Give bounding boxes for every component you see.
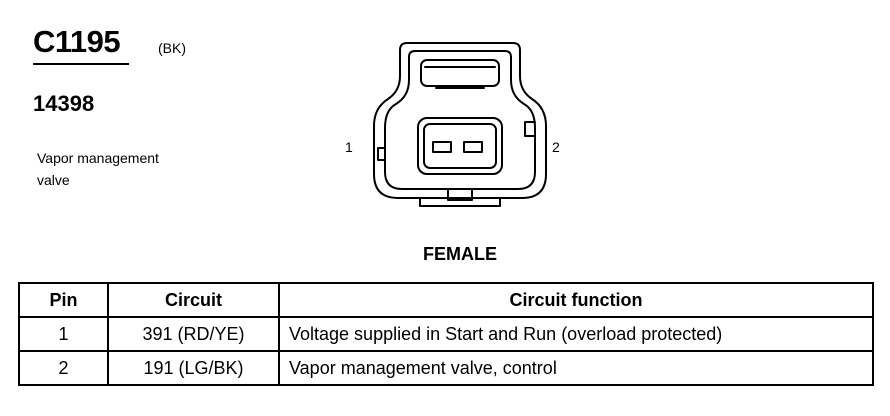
connector-bottom-rib [419, 197, 501, 207]
cell-circuit-function: Vapor management valve, control [278, 350, 874, 386]
table-header-row: Pin Circuit Circuit function [18, 282, 874, 318]
connector-outer-housing [373, 42, 547, 199]
header-circuit: Circuit [107, 282, 280, 318]
connector-id-underline [33, 63, 129, 65]
connector-bottom-notch [447, 188, 473, 201]
cell-circuit-function: Voltage supplied in Start and Run (overl… [278, 316, 874, 352]
pin-circuit-table: Pin Circuit Circuit function 1 391 (RD/Y… [18, 282, 874, 386]
cell-pin: 1 [18, 316, 109, 352]
header-circuit-function: Circuit function [278, 282, 874, 318]
terminal-slot-pin-1 [432, 141, 452, 153]
connector-face-drawing [373, 42, 547, 207]
component-name: Vapor management valve [37, 147, 207, 191]
connector-terminal-cavity-inner [423, 123, 497, 169]
component-name-line-2: valve [37, 172, 70, 188]
connector-inner-housing [384, 50, 536, 190]
part-number: 14398 [33, 91, 95, 116]
connector-polarizing-key-right [524, 121, 536, 137]
pin-label-2: 2 [552, 139, 560, 155]
cell-circuit: 391 (RD/YE) [107, 316, 280, 352]
connector-locking-tab [420, 59, 500, 87]
table-row: 2 191 (LG/BK) Vapor management valve, co… [18, 350, 874, 386]
component-name-line-1: Vapor management [37, 150, 159, 166]
pin-label-1: 1 [345, 139, 353, 155]
cell-circuit: 191 (LG/BK) [107, 350, 280, 386]
connector-color-code: (BK) [158, 40, 186, 56]
header-pin: Pin [18, 282, 109, 318]
terminal-slot-pin-2 [463, 141, 483, 153]
connector-gender-label: FEMALE [423, 244, 497, 264]
table-row: 1 391 (RD/YE) Voltage supplied in Start … [18, 316, 874, 352]
cell-pin: 2 [18, 350, 109, 386]
connector-polarizing-key-left [377, 147, 386, 161]
connector-id: C1195 [33, 24, 121, 59]
connector-terminal-cavity [417, 117, 503, 175]
